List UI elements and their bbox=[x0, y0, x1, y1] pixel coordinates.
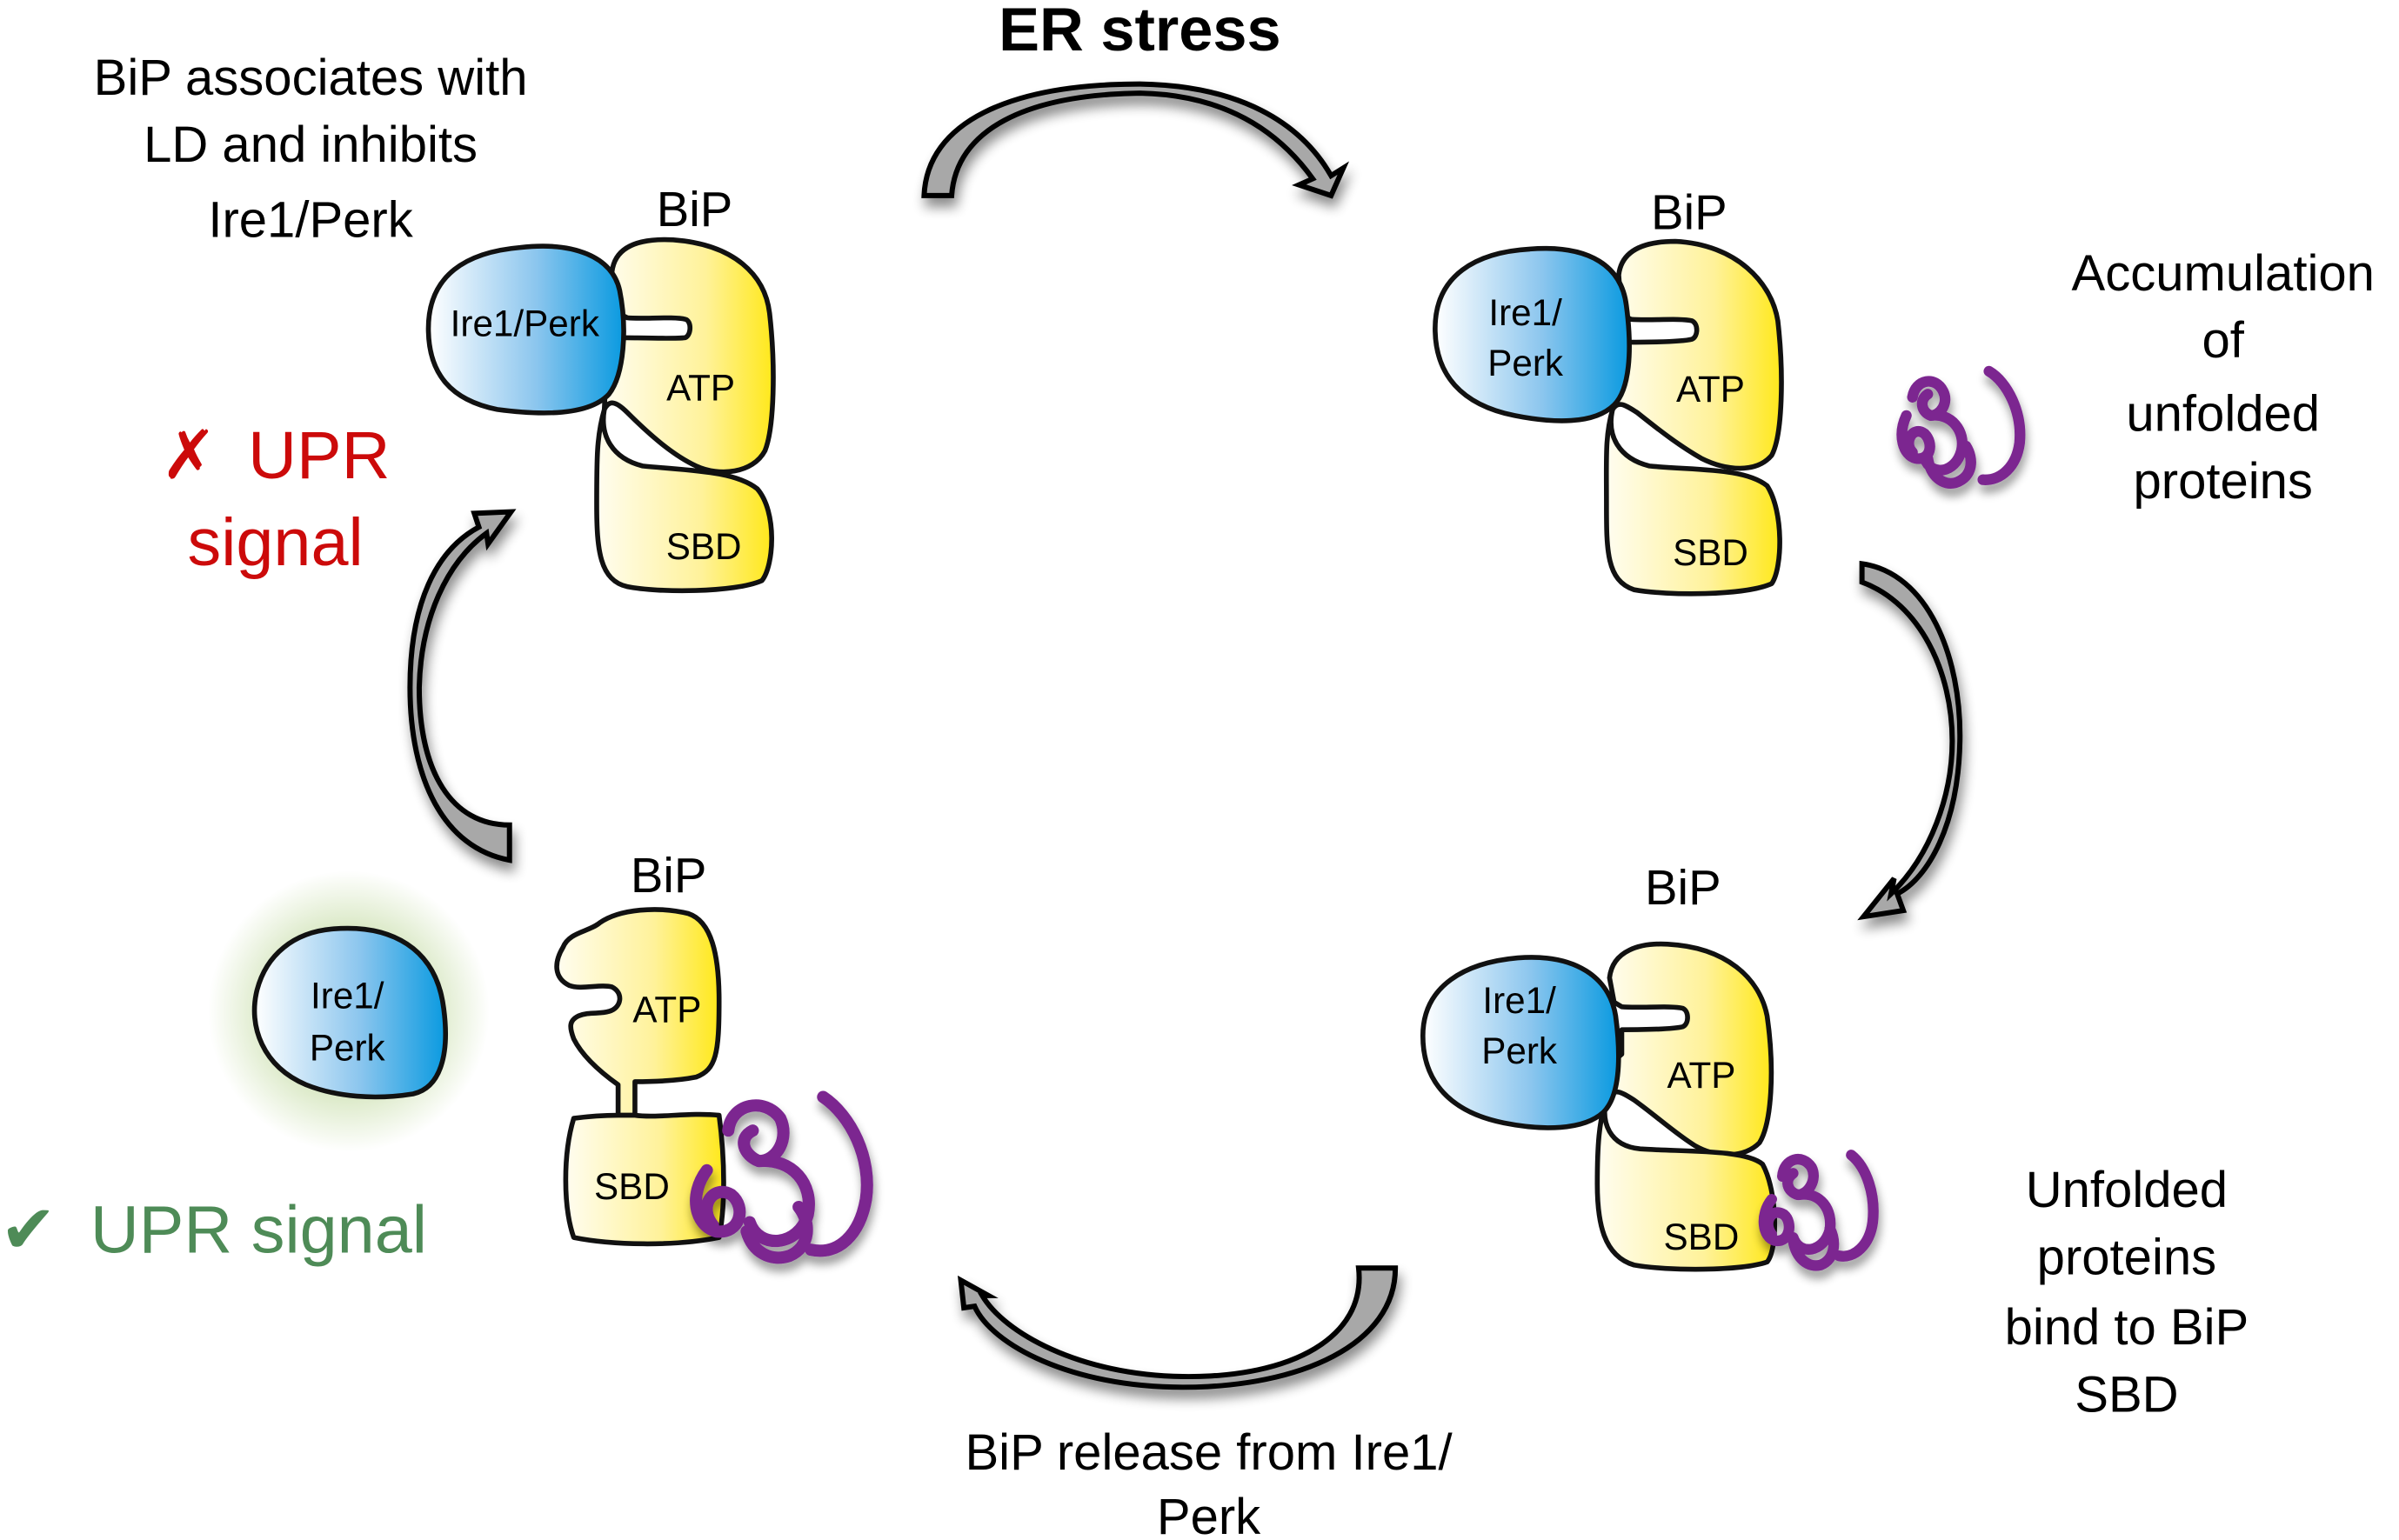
bip-atp-domain bbox=[601, 237, 776, 475]
state-bottom-left: BiP ATP SBD Ire1/ Perk ✔ UPR signal bbox=[0, 848, 873, 1268]
caption-top-left-line-2: LD and inhibits bbox=[144, 117, 478, 173]
bip-label: BiP bbox=[657, 182, 733, 237]
ire1-label-line-1: Ire1/ bbox=[1488, 292, 1562, 333]
state-top-right: BiP Ire1/ Perk ATP SBD Accumulation of u… bbox=[1433, 185, 2375, 597]
ire1-label-line-2: Perk bbox=[1481, 1030, 1558, 1071]
bip-sbd-domain bbox=[563, 1111, 726, 1247]
ire1-label: Ire1/Perk bbox=[451, 303, 600, 344]
atp-label: ATP bbox=[632, 989, 701, 1030]
bip-sbd-domain bbox=[1594, 1094, 1777, 1272]
sbd-label: SBD bbox=[594, 1166, 670, 1207]
ire1-label-line-1: Ire1/ bbox=[311, 976, 384, 1017]
atp-label: ATP bbox=[666, 367, 735, 408]
ire1-label-line-2: Perk bbox=[1487, 343, 1564, 383]
title-er-stress: ER stress bbox=[999, 0, 1281, 63]
caption-top-right-line-4: proteins bbox=[2133, 453, 2312, 510]
caption-bottom-line-1: BiP release from Ire1/ bbox=[965, 1424, 1453, 1481]
bip-sbd-domain bbox=[594, 407, 774, 594]
caption-top-right-line-3: unfolded bbox=[2126, 385, 2320, 442]
left-arrow-icon bbox=[407, 509, 517, 863]
sbd-label: SBD bbox=[1664, 1217, 1740, 1257]
right-arrow-icon bbox=[1857, 560, 1963, 921]
cross-icon: ✗ bbox=[161, 418, 217, 493]
caption-top-left-line-3: Ire1/Perk bbox=[208, 191, 413, 248]
state-top-left: BiP associates with LD and inhibits Ire1… bbox=[94, 50, 776, 594]
check-icon: ✔ bbox=[0, 1193, 57, 1268]
no-upr-signal-line-1: ✗ UPR bbox=[161, 418, 391, 493]
unfolded-protein-icon bbox=[1896, 365, 2026, 489]
unfolded-protein-icon bbox=[690, 1090, 873, 1264]
bip-sbd-domain bbox=[1603, 407, 1782, 597]
ire1-perk-domain bbox=[1433, 245, 1632, 423]
state-bottom-right: BiP Ire1/ Perk ATP SBD Unfolded proteins… bbox=[1420, 860, 2249, 1423]
caption-bottom-right-line-2: proteins bbox=[2037, 1229, 2216, 1285]
bip-label: BiP bbox=[631, 848, 707, 903]
bottom-arrow-icon bbox=[957, 1265, 1399, 1390]
ire1-label-line-2: Perk bbox=[310, 1027, 386, 1068]
caption-bottom-right-line-1: Unfolded bbox=[2026, 1162, 2228, 1218]
ire1-label-line-1: Ire1/ bbox=[1482, 980, 1556, 1021]
caption-top-right-line-2: of bbox=[2202, 312, 2245, 369]
caption-bottom-right-line-3: bind to BiP bbox=[2005, 1299, 2249, 1356]
ire1-perk-domain bbox=[1420, 955, 1621, 1130]
caption-top-left-line-1: BiP associates with bbox=[94, 50, 528, 106]
ire1-perk-domain bbox=[425, 243, 626, 416]
caption-bottom-line-2: Perk bbox=[1157, 1489, 1261, 1540]
upr-signal-status: ✔ UPR signal bbox=[0, 1193, 427, 1268]
bip-label: BiP bbox=[1651, 185, 1727, 240]
caption-top-right-line-1: Accumulation bbox=[2072, 245, 2375, 302]
sbd-label: SBD bbox=[1673, 532, 1748, 573]
caption-bottom-right-line-4: SBD bbox=[2075, 1366, 2178, 1423]
bip-atp-domain bbox=[1604, 941, 1774, 1157]
sbd-label: SBD bbox=[666, 526, 742, 567]
atp-label: ATP bbox=[1667, 1055, 1735, 1096]
bip-label: BiP bbox=[1645, 860, 1721, 915]
top-arrow-icon bbox=[921, 81, 1350, 199]
atp-label: ATP bbox=[1676, 369, 1745, 410]
bip-atp-domain bbox=[1610, 238, 1784, 471]
no-upr-signal-line-2: signal bbox=[188, 505, 364, 580]
unfolded-protein-icon bbox=[1758, 1150, 1879, 1271]
ire1-perk-domain bbox=[251, 925, 448, 1100]
